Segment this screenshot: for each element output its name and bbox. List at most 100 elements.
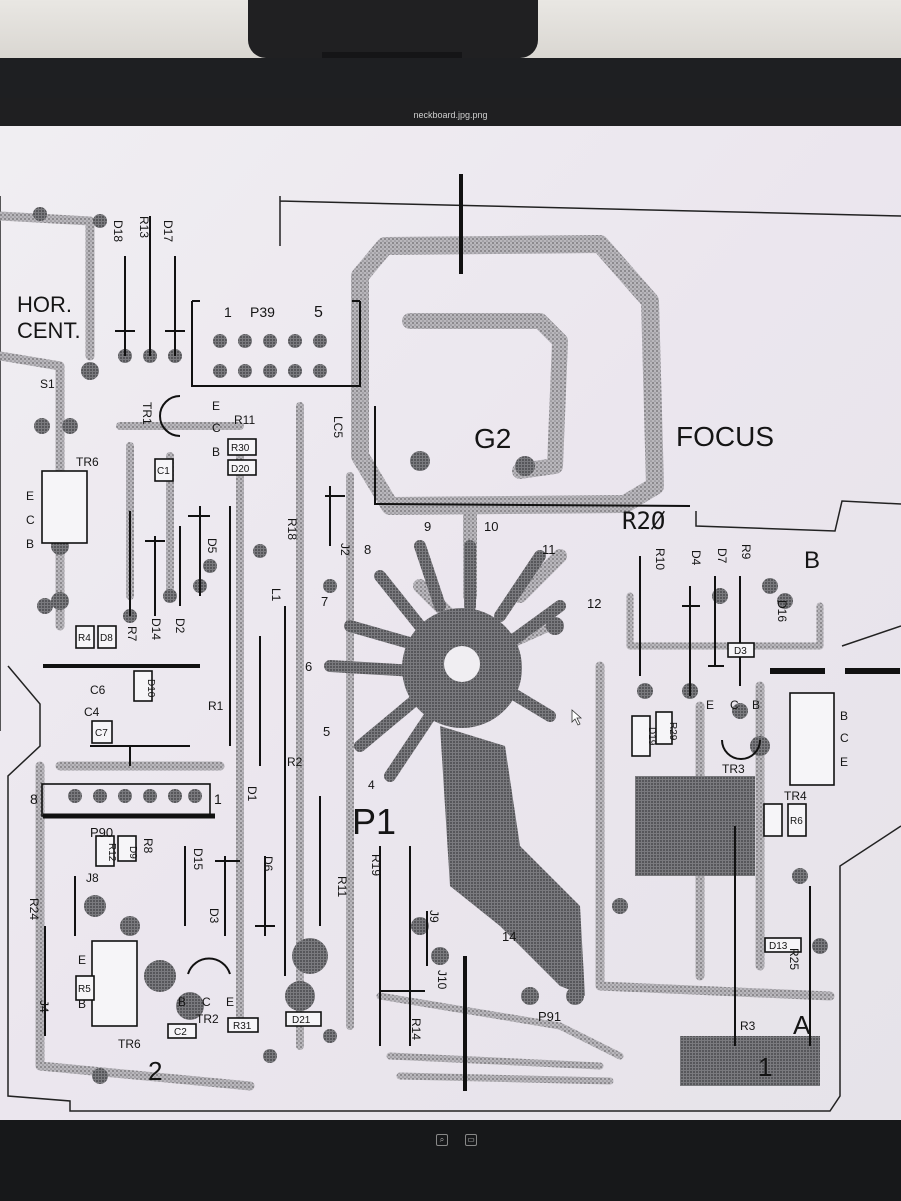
- tr5-e-label: E: [78, 953, 86, 967]
- tr4-label: TR4: [784, 789, 807, 803]
- tr4-c-label: C: [840, 731, 849, 745]
- d21-label: D21: [292, 1015, 311, 1026]
- c6-label: C6: [90, 683, 106, 697]
- d15-label: D15: [191, 848, 205, 870]
- tr2-e-label: E: [226, 995, 234, 1009]
- p90-label: P90: [90, 825, 113, 840]
- socket-pin-11: 11: [542, 542, 556, 557]
- r14-label: R14: [409, 1018, 423, 1040]
- r4-body: [75, 625, 95, 649]
- tr5-label: TR6: [118, 1037, 141, 1051]
- c1-label: C1: [157, 466, 170, 477]
- tr4-e-label: E: [840, 755, 848, 769]
- r30-label: R30: [231, 443, 250, 454]
- r29-label: R29: [667, 722, 678, 741]
- focus-label: FOCUS: [676, 421, 774, 452]
- d20-body: [227, 459, 257, 476]
- transistor-outlines: [159, 395, 761, 975]
- r31-label: R31: [233, 1021, 252, 1032]
- r6-body: [787, 803, 807, 837]
- lc5-label: LC5: [331, 416, 345, 438]
- r10-label: R10: [653, 548, 667, 570]
- bottom-pin-1: 1: [758, 1052, 772, 1082]
- tr4-body: [789, 692, 835, 786]
- monitor-screen: neckboard.jpg.png: [0, 98, 901, 1120]
- r4-label: R4: [78, 633, 91, 644]
- j9-label: J9: [427, 910, 441, 923]
- tr2-label: TR2: [196, 1012, 219, 1026]
- tr5-body: [91, 940, 138, 1027]
- tr4-b-label: B: [840, 709, 848, 723]
- p39-pin-1: 1: [224, 304, 232, 320]
- r31-body: [227, 1017, 259, 1033]
- d10r-body: [763, 803, 783, 837]
- r12-body: [95, 835, 115, 867]
- d13-label: D13: [769, 941, 788, 952]
- j4-label: J4: [37, 1000, 51, 1013]
- component-designators: D18 R13 D17 S1 TR1 E C B R11 R30 D20 C1 …: [26, 216, 849, 1051]
- socket-pin-5: 5: [323, 724, 330, 739]
- tr1-label: TR1: [140, 402, 154, 425]
- d19-body: [631, 715, 651, 757]
- bottom-pin-2: 2: [148, 1056, 162, 1086]
- r7-label: R7: [125, 626, 139, 642]
- r1-label: R1: [208, 699, 224, 713]
- d8-label: D8: [100, 633, 113, 644]
- r5-body: [75, 975, 95, 1001]
- r19-label: R19: [369, 854, 383, 876]
- board-outline: [0, 196, 901, 1112]
- g2-label: G2: [474, 423, 511, 454]
- c1-body: [154, 458, 174, 482]
- socket-pin-4: 4: [368, 778, 375, 792]
- socket-pin-8: 8: [364, 542, 371, 557]
- tr6-b-label: B: [26, 537, 34, 551]
- webcam: [248, 0, 538, 58]
- d18-label: D18: [111, 220, 125, 242]
- image-viewer[interactable]: HOR. CENT. G2 FOCUS R2Ø P1 B A 1 2 1 P39…: [0, 126, 901, 1120]
- d9-body: [117, 835, 137, 862]
- window-icon[interactable]: ▭: [465, 1134, 477, 1146]
- tr2-b-label: B: [178, 995, 186, 1009]
- hor-cent-label-2: CENT.: [17, 318, 81, 343]
- tr5-b-label: B: [78, 997, 86, 1011]
- d9-label: D9: [127, 846, 138, 859]
- c7-body: [91, 720, 113, 744]
- connector-pin-8: 8: [30, 791, 38, 807]
- socket-pin-14: 14: [502, 929, 516, 944]
- tr2-c-label: C: [202, 995, 211, 1009]
- socket-pin-7: 7: [321, 594, 328, 609]
- c2-label: C2: [174, 1027, 187, 1038]
- r30-body: [227, 438, 257, 456]
- tr1-e-label: E: [212, 399, 220, 413]
- d3r-label: D3: [734, 646, 747, 657]
- r20-label: R2Ø: [622, 507, 666, 535]
- d10-label: D10: [145, 679, 156, 698]
- r11b-label: R11: [335, 876, 349, 897]
- j8-label: J8: [86, 871, 99, 885]
- d10-body: [133, 670, 153, 702]
- tr6-body: [41, 470, 88, 544]
- r29-body: [655, 711, 673, 745]
- d2-label: D2: [173, 618, 187, 634]
- j10-label: J10: [435, 970, 449, 990]
- tr1-c-label: C: [212, 421, 221, 435]
- d3-label: D3: [207, 908, 221, 924]
- r25-label: R25: [787, 948, 801, 970]
- zoom-icon[interactable]: ⌕: [436, 1134, 448, 1146]
- window-titlebar[interactable]: neckboard.jpg.png: [0, 98, 901, 128]
- b-label-right: B: [804, 547, 820, 574]
- tr6-label: TR6: [76, 455, 99, 469]
- d3r-body: [727, 642, 755, 658]
- c2-body: [167, 1023, 197, 1039]
- d19-label: D19: [646, 727, 657, 746]
- l1-label: L1: [269, 588, 283, 602]
- d17-label: D17: [161, 220, 175, 242]
- tr6-e-label: E: [26, 489, 34, 503]
- d20-label: D20: [231, 464, 250, 475]
- connector-pin-1: 1: [214, 791, 222, 807]
- d1-label: D1: [245, 786, 259, 802]
- p39-label: P39: [250, 304, 275, 320]
- r8-label: R8: [141, 838, 155, 854]
- tr3-c-label: C: [730, 698, 739, 712]
- d14-label: D14: [149, 618, 163, 640]
